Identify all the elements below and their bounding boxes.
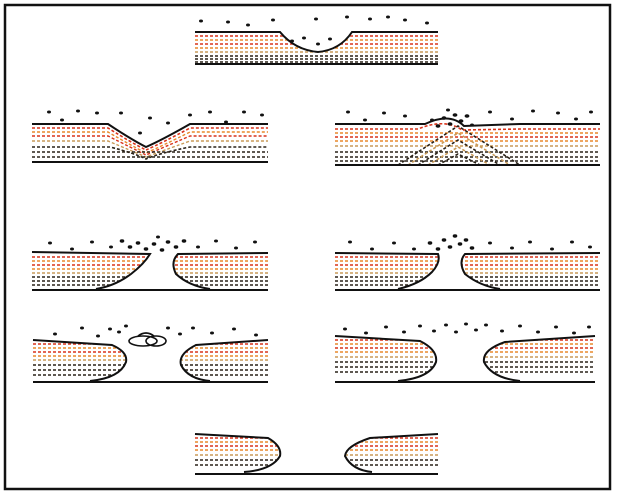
stage-2a-layers (32, 128, 268, 159)
stage-5-left-plate (195, 434, 280, 472)
stage-2b-layers (335, 124, 600, 165)
panel-stage-3b (335, 234, 600, 290)
outer-frame (5, 5, 610, 489)
panel-stage-3a (32, 236, 268, 291)
stage-3b-right-plate (462, 253, 601, 289)
panel-stage-4b (335, 323, 595, 383)
stage-3b-left-plate (335, 253, 439, 289)
stage-3a-right-plate (173, 253, 268, 289)
panel-stage-1 (195, 16, 438, 65)
stage-4b-left-plate (335, 336, 436, 381)
stage-4b-dots (343, 323, 591, 335)
stage-2b-surface (335, 118, 600, 126)
panel-stage-2b (335, 109, 600, 166)
stage-4b-right-plate (484, 336, 595, 381)
stage-2a-dots (47, 110, 264, 135)
stage-3a-dots (48, 236, 257, 252)
stage-5-left-layers (195, 438, 285, 465)
stage-4a-left-layers (33, 344, 130, 375)
stage-3b-left-layers (335, 257, 445, 285)
stage-4a-right-plate (181, 340, 268, 381)
stage-1-surface (195, 32, 438, 52)
stage-3a-right-layers (165, 257, 268, 285)
panel-stage-5 (195, 434, 438, 474)
panel-stage-2a (32, 110, 268, 163)
stage-3a-left-layers (32, 257, 160, 285)
stage-1-layers (195, 36, 438, 62)
stage-5-right-plate (345, 434, 438, 472)
stage-4b-left-layers (335, 340, 440, 372)
stage-3b-dots (348, 234, 592, 250)
panel-stage-4a (33, 325, 268, 383)
stage-1-dots (199, 16, 429, 46)
stage-5-right-layers (340, 438, 438, 465)
stage-4a-bubble (129, 333, 166, 346)
